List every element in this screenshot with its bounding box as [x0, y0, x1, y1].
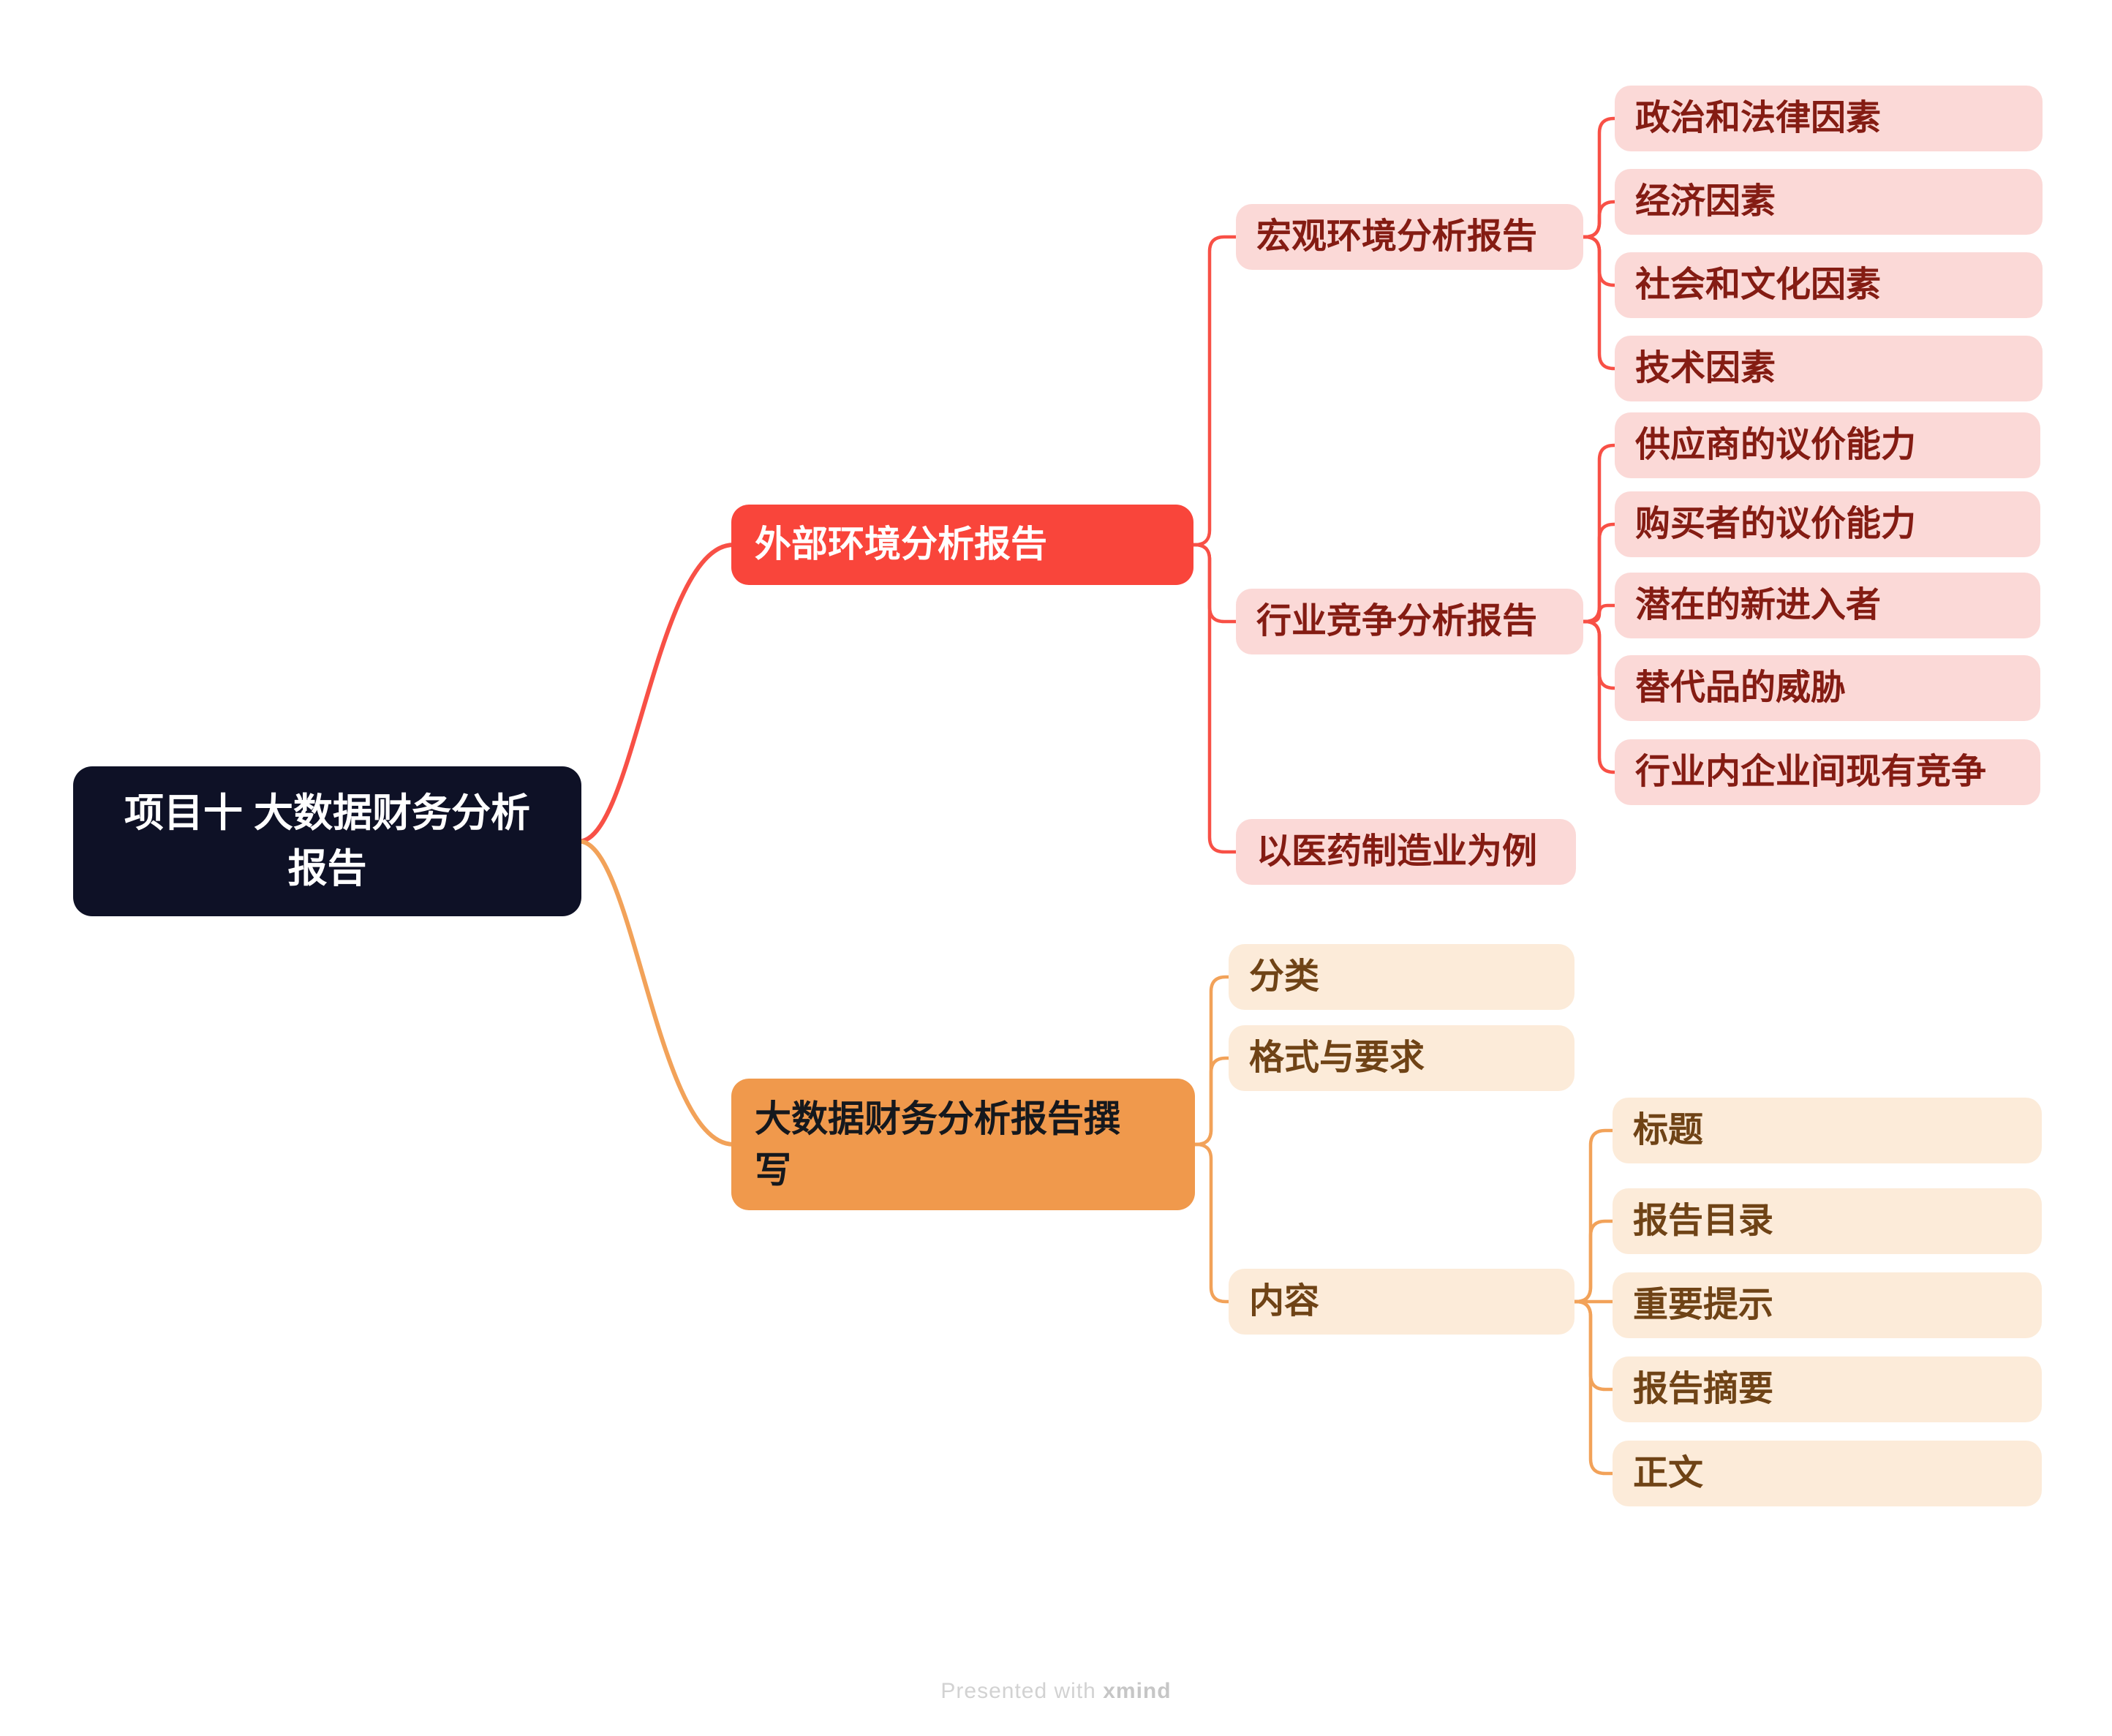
branch-external-environment-report[interactable]: 外部环境分析报告 [731, 505, 1193, 585]
footer-brand: xmind [1103, 1679, 1172, 1703]
leaf-report-toc[interactable]: 报告目录 [1613, 1188, 2042, 1254]
footer-credit: Presented with xmind [0, 1679, 2112, 1704]
branch-bigdata-report-writing[interactable]: 大数据财务分析报告撰写 [731, 1079, 1195, 1210]
leaf-main-body[interactable]: 正文 [1613, 1441, 2042, 1506]
leaf-substitute-threat[interactable]: 替代品的威胁 [1615, 655, 2040, 721]
topic-classification[interactable]: 分类 [1229, 944, 1574, 1010]
leaf-important-notes[interactable]: 重要提示 [1613, 1272, 2042, 1338]
leaf-title[interactable]: 标题 [1613, 1098, 2042, 1163]
leaf-buyer-bargaining-power[interactable]: 购买者的议价能力 [1615, 491, 2040, 557]
topic-content[interactable]: 内容 [1229, 1269, 1574, 1335]
leaf-existing-competition[interactable]: 行业内企业间现有竞争 [1615, 739, 2040, 805]
leaf-technical-factors[interactable]: 技术因素 [1615, 336, 2043, 401]
leaf-political-legal-factors[interactable]: 政治和法律因素 [1615, 86, 2043, 151]
topic-macro-environment-report[interactable]: 宏观环境分析报告 [1236, 204, 1583, 270]
leaf-potential-new-entrants[interactable]: 潜在的新进入者 [1615, 573, 2040, 638]
leaf-supplier-bargaining-power[interactable]: 供应商的议价能力 [1615, 412, 2040, 478]
leaf-economic-factors[interactable]: 经济因素 [1615, 169, 2043, 235]
leaf-report-summary[interactable]: 报告摘要 [1613, 1356, 2042, 1422]
topic-format-requirements[interactable]: 格式与要求 [1229, 1025, 1574, 1091]
footer-credit-text: Presented with [940, 1679, 1096, 1703]
topic-pharma-manufacturing-example[interactable]: 以医药制造业为例 [1236, 819, 1576, 885]
topic-industry-competition-report[interactable]: 行业竞争分析报告 [1236, 589, 1583, 654]
root-topic-project10[interactable]: 项目十 大数据财务分析报告 [73, 766, 581, 916]
leaf-social-cultural-factors[interactable]: 社会和文化因素 [1615, 252, 2043, 318]
